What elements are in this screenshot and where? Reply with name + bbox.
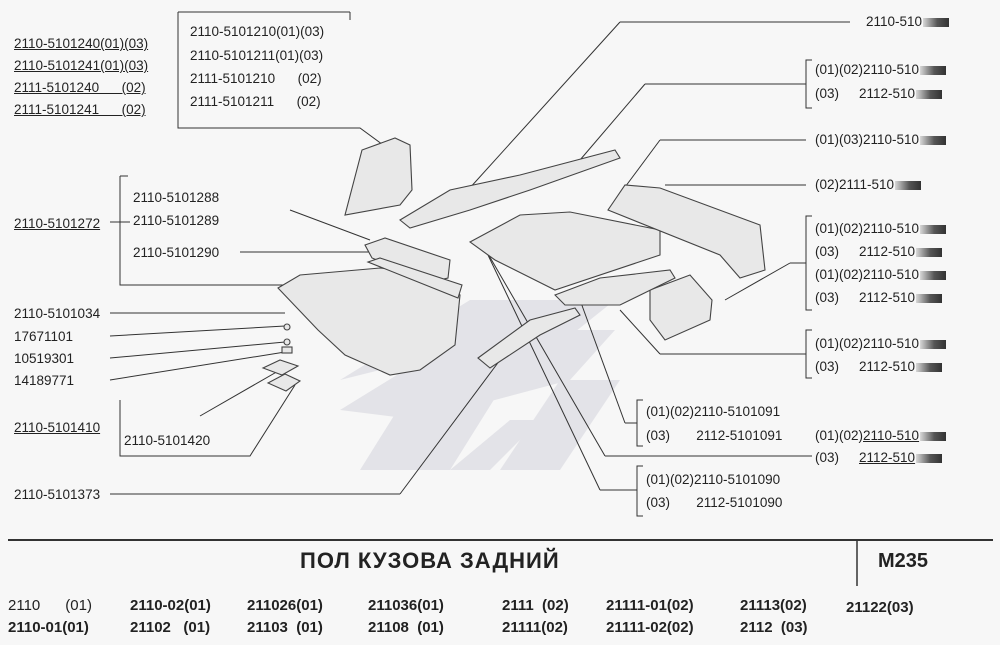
- part-label-14189771: 14189771: [14, 373, 75, 388]
- model-2110-02: 2110-02(01): [130, 597, 211, 614]
- model-21103: 21103 (01): [247, 619, 323, 636]
- part-label-10519301: 10519301: [14, 351, 75, 366]
- part-label-2111-5101211: 2111-5101211 (02): [190, 94, 321, 109]
- model-21122: 21122(03): [846, 599, 914, 616]
- model-21111: 21111(02): [502, 619, 568, 636]
- part-crossmember-2: [366, 257, 463, 299]
- part-label-5101240: 2110-5101240(01)(03): [14, 36, 149, 51]
- part-label-r4: (02)2111-510: [815, 177, 922, 193]
- parts: [261, 137, 766, 392]
- part-label-5101272: 2110-5101272: [14, 216, 101, 231]
- part-label-5101289: 2110-5101289: [133, 213, 220, 228]
- part-label-5101090-a: (01)(02)2110-5101090: [646, 472, 781, 487]
- seal-2: [266, 373, 302, 392]
- model-21102: 21102 (01): [130, 619, 211, 636]
- part-label-r11: (01)(02)2110-510: [815, 428, 947, 444]
- part-label-r7: (01)(02)2110-510: [815, 267, 947, 283]
- part-label-17671101: 17671101: [14, 329, 74, 344]
- part-front-floor: [277, 267, 461, 376]
- part-label-5101288: 2110-5101288: [133, 190, 220, 205]
- part-bracket: [649, 274, 713, 341]
- part-label-5101410: 2110-5101410: [14, 420, 101, 435]
- part-label-r5: (01)(02)2110-510: [815, 221, 947, 237]
- part-label-5101091-b: (03) 2112-5101091: [646, 428, 783, 443]
- part-label-5101211: 2110-5101211(01)(03): [190, 48, 324, 63]
- leader-lines: [109, 11, 850, 517]
- part-label-2111-5101210: 2111-5101210 (02): [190, 71, 322, 86]
- part-label-5101090-b: (03) 2112-5101090: [646, 495, 783, 510]
- part-label-5101290: 2110-5101290: [133, 245, 220, 260]
- part-label-2111-5101241: 2111-5101241 (02): [14, 102, 146, 117]
- washer: [283, 338, 291, 346]
- part-rear-panel: [607, 184, 766, 279]
- part-crossmember: [364, 237, 451, 283]
- part-label-r10: (03)2112-510: [815, 359, 943, 375]
- part-label-r8: (03)2112-510: [815, 290, 943, 306]
- model-2111: 2111 (02): [502, 597, 569, 614]
- model-2112: 2112 (03): [740, 619, 808, 636]
- part-label-5101373: 2110-5101373: [14, 487, 101, 502]
- part-label-r9: (01)(02)2110-510: [815, 336, 947, 352]
- part-label-5101210: 2110-5101210(01)(03): [190, 24, 325, 39]
- part-label-5101420: 2110-5101420: [124, 433, 211, 448]
- part-floor-spare-well: [468, 211, 661, 291]
- part-side-member: [399, 149, 621, 229]
- part-label-r6: (03)2112-510: [815, 244, 943, 260]
- part-label-5101034: 2110-5101034: [14, 306, 101, 321]
- model-2110: 2110 (01): [8, 597, 92, 614]
- part-label-r1: (01)(02)2110-510: [815, 62, 947, 78]
- part-rail: [554, 269, 676, 306]
- part-label-r3: (01)(03)2110-510: [815, 132, 947, 148]
- page-code: M235: [878, 550, 929, 572]
- page-title: ПОЛ КУЗОВА ЗАДНИЙ: [300, 548, 560, 573]
- part-label-5101241: 2110-5101241(01)(03): [14, 58, 149, 73]
- model-21111-02: 21111-02(02): [606, 619, 694, 636]
- part-wheelarch: [344, 137, 413, 216]
- part-label-top-right: 2110-510: [866, 14, 950, 30]
- part-label-r2: (03)2112-510: [815, 86, 943, 102]
- model-21108: 21108 (01): [368, 619, 444, 636]
- seal-1: [261, 359, 300, 376]
- part-sill: [477, 307, 581, 369]
- part-label-5101091-a: (01)(02)2110-5101091: [646, 404, 781, 419]
- part-label-r12: (03)2112-510: [815, 450, 943, 466]
- model-21113: 21113(02): [740, 597, 807, 614]
- model-211036: 211036(01): [368, 597, 444, 614]
- model-2110-01: 2110-01(01): [8, 619, 89, 636]
- model-211026: 211026(01): [247, 597, 323, 614]
- model-21111-01: 21111-01(02): [606, 597, 694, 614]
- bolt: [283, 323, 291, 331]
- nut: [281, 346, 293, 354]
- part-label-2111-5101240: 2111-5101240 (02): [14, 80, 146, 95]
